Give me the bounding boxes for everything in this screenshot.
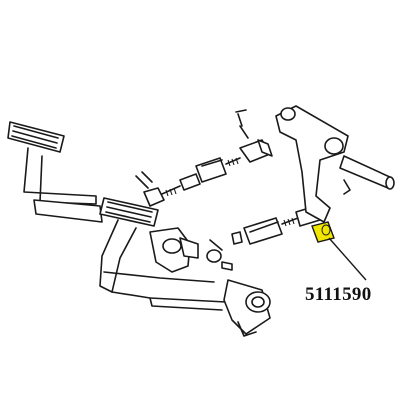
relay-lever	[275, 105, 351, 223]
highlighted-pin	[311, 221, 335, 243]
part-number-label: 5111590	[305, 284, 372, 305]
upper-brake-pedal	[7, 121, 103, 223]
pedal-arm	[103, 271, 237, 311]
callout-leader-line	[328, 237, 367, 281]
lower-link-rod	[209, 205, 321, 251]
lower-brake-pedal	[99, 197, 159, 293]
cross-shaft	[339, 155, 395, 190]
upper-link-rod	[135, 109, 273, 207]
pedal-hub	[149, 227, 233, 273]
pivot-housing	[223, 279, 271, 337]
